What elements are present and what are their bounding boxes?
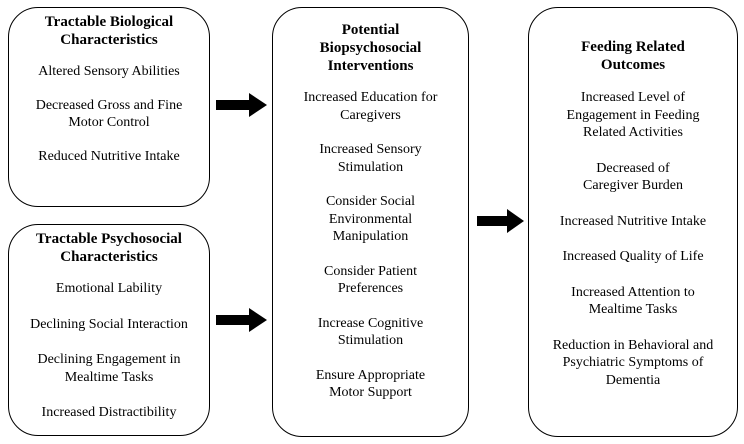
outcome-item: Reduction in Behavioral and Psychiatric …	[552, 337, 714, 388]
intervention-item: Consider Social Environmental Manipulati…	[325, 194, 416, 244]
intervention-item: Increase Cognitive Stimulation	[317, 315, 424, 349]
psychosocial-item: Emotional Lability	[55, 281, 163, 296]
biological-title: Tractable Biological Characteristics	[44, 14, 174, 48]
outcome-item: Increased Nutritive Intake	[559, 213, 707, 229]
outcome-item: Increased Quality of Life	[562, 249, 704, 264]
psychosocial-item: Declining Engagement in Mealtime Tasks	[37, 352, 181, 385]
outcomes-box: Feeding Related Outcomes Increased Level…	[528, 7, 738, 437]
outcomes-title: Feeding Related Outcomes	[581, 39, 685, 73]
arrow-right-icon	[216, 93, 267, 117]
psychosocial-item: Declining Social Interaction	[30, 316, 188, 332]
psychosocial-title: Tractable Psychosocial Characteristics	[36, 231, 182, 265]
interventions-box: Potential Biopsychosocial Interventions …	[272, 7, 469, 437]
intervention-item: Consider Patient Preferences	[324, 263, 417, 297]
biological-item: Altered Sensory Abilities	[38, 64, 180, 79]
outcome-item: Decreased of Caregiver Burden	[583, 160, 683, 194]
outcome-item: Increased Level of Engagement in Feeding…	[566, 90, 700, 140]
intervention-item: Increased Sensory Stimulation	[319, 142, 422, 175]
intervention-item: Ensure Appropriate Motor Support	[315, 367, 426, 401]
biological-item: Decreased Gross and Fine Motor Control	[35, 97, 183, 131]
biological-characteristics-box: Tractable Biological Characteristics Alt…	[8, 7, 210, 207]
intervention-item: Increased Education for Caregivers	[303, 90, 438, 123]
psychosocial-item: Increased Distractibility	[41, 405, 177, 420]
psychosocial-characteristics-box: Tractable Psychosocial Characteristics E…	[8, 224, 210, 436]
arrow-right-icon	[477, 209, 524, 233]
arrow-right-icon	[216, 308, 267, 332]
interventions-title: Potential Biopsychosocial Interventions	[319, 22, 422, 74]
outcome-item: Increased Attention to Mealtime Tasks	[571, 284, 695, 318]
biological-item: Reduced Nutritive Intake	[38, 148, 180, 164]
